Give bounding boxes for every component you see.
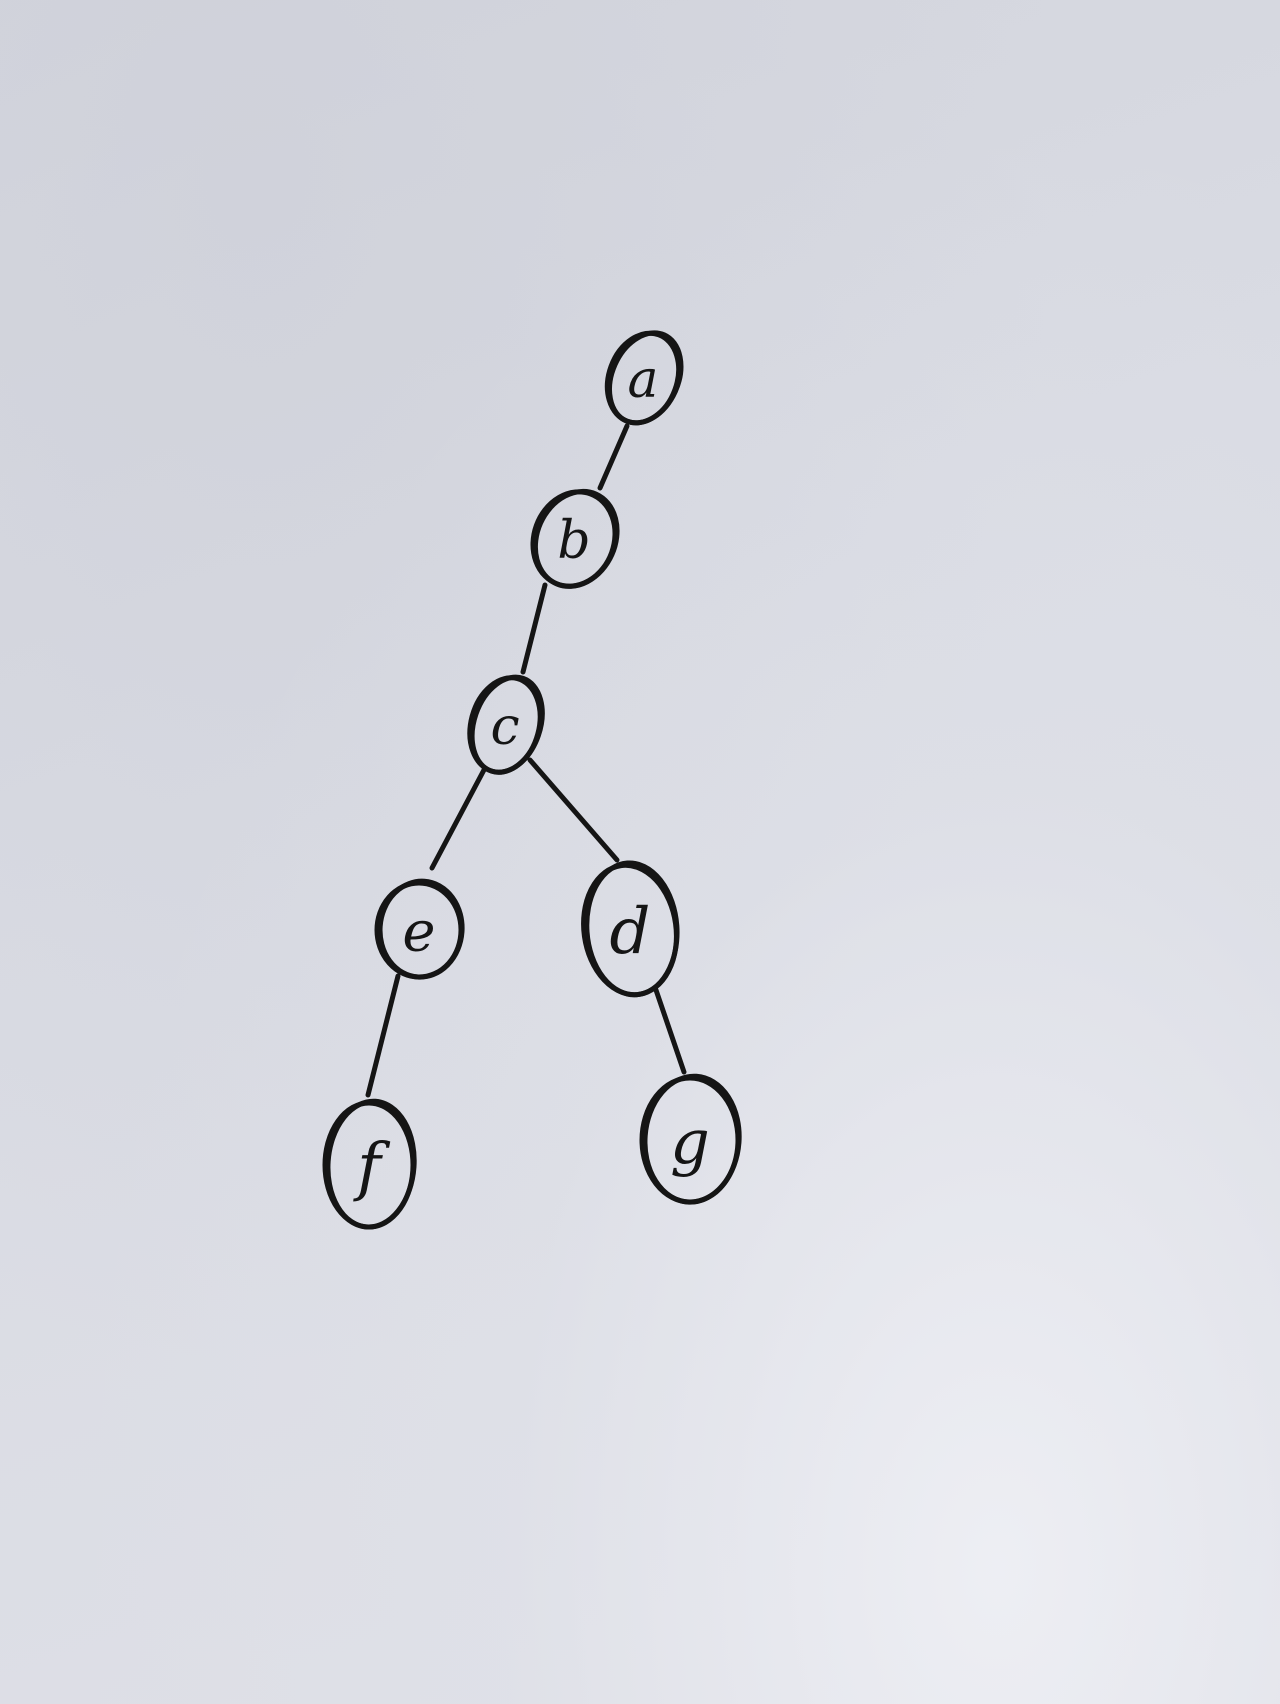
node-label-d: d xyxy=(610,895,651,969)
node-label-c: c xyxy=(490,697,519,757)
node-b: b xyxy=(530,488,620,589)
edge-a-b xyxy=(597,423,630,491)
edge-c-d xyxy=(527,757,620,863)
node-circle-overstroke-e xyxy=(377,878,465,980)
node-circle-overstroke-g xyxy=(642,1073,742,1205)
node-circle-overstroke-b xyxy=(532,488,620,589)
edge-c-e xyxy=(429,765,488,871)
node-circle-overstroke-a xyxy=(607,330,684,426)
node-label-e: e xyxy=(402,900,435,965)
node-e: e xyxy=(374,878,465,980)
nodes-layer: a b c e d f g xyxy=(322,330,742,1230)
node-g: g xyxy=(639,1073,742,1205)
node-circle-overstroke-c xyxy=(469,674,545,775)
node-label-g: g xyxy=(670,1106,710,1179)
node-f: f xyxy=(322,1098,417,1230)
node-circle-overstroke-f xyxy=(325,1098,417,1230)
node-label-f: f xyxy=(353,1130,391,1204)
edge-b-c xyxy=(520,582,548,675)
node-label-b: b xyxy=(557,511,590,571)
node-a: a xyxy=(604,330,684,426)
edges-layer xyxy=(365,423,687,1098)
edge-d-g xyxy=(653,987,687,1075)
node-c: c xyxy=(467,674,545,775)
node-d: d xyxy=(581,860,680,998)
node-label-a: a xyxy=(627,350,658,410)
node-circle-overstroke-d xyxy=(584,860,680,998)
edge-e-f xyxy=(365,973,401,1098)
